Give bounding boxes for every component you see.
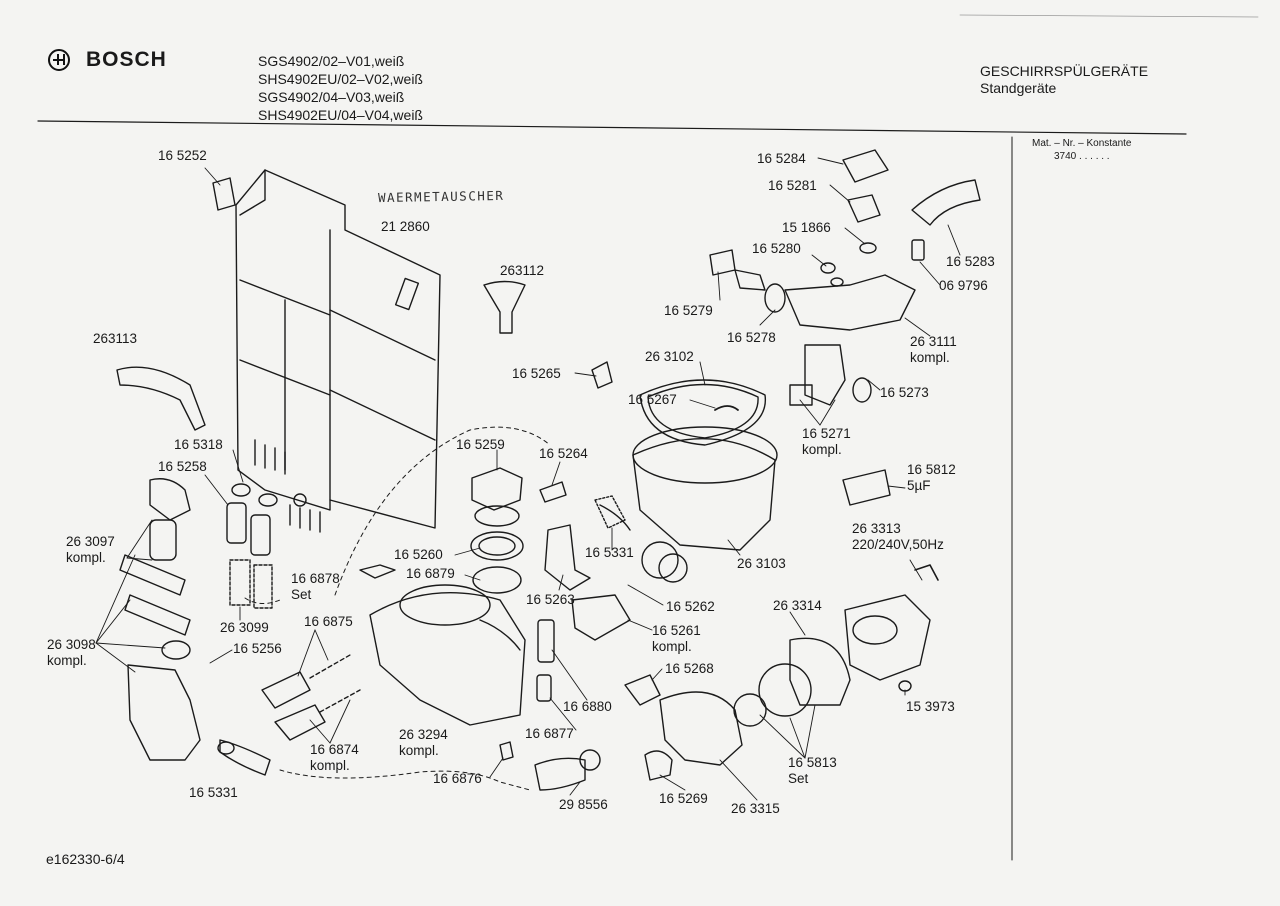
header-rule	[37, 120, 1187, 135]
model-line: SHS4902EU/02–V02,weiß	[258, 71, 423, 87]
part-label: 26 3097 kompl.	[66, 534, 115, 565]
brand-block: BOSCH	[48, 48, 167, 72]
part-label: 16 5280	[752, 241, 801, 256]
part-label: 26 3313 220/240V,50Hz	[852, 521, 944, 552]
part-label: 16 5812 5µF	[907, 462, 956, 493]
mat-nr-label: Mat. – Nr. – Konstante	[1032, 138, 1132, 149]
part-label: 16 5331	[585, 545, 634, 560]
pump-assembly	[624, 564, 939, 781]
part-label: 26 3315	[731, 801, 780, 816]
part-label: 16 5318	[174, 437, 223, 452]
model-list: SGS4902/02–V01,weiß SHS4902EU/02–V02,wei…	[258, 52, 423, 124]
model-line: SGS4902/02–V01,weiß	[258, 53, 405, 69]
part-label: 26 3102	[645, 349, 694, 364]
part-label: 16 5265	[512, 366, 561, 381]
part-label: 16 6874 kompl.	[310, 742, 359, 773]
part-label: 15 3973	[906, 699, 955, 714]
part-label: 16 5259	[456, 437, 505, 452]
category-subtitle: Standgeräte	[980, 80, 1057, 96]
part-label: 06 9796	[939, 278, 988, 293]
valves-and-hoses	[261, 564, 601, 791]
handwritten-note: WAERMETAUSCHER	[377, 187, 505, 206]
part-label: 16 6880	[563, 699, 612, 714]
part-label: 16 5273	[880, 385, 929, 400]
part-label: 16 5279	[664, 303, 713, 318]
part-label: 26 3294 kompl.	[399, 727, 448, 758]
part-label: 16 5256	[233, 641, 282, 656]
part-label: 16 5258	[158, 459, 207, 474]
upper-right-parts	[591, 149, 981, 506]
part-label: 16 5813 Set	[788, 755, 837, 786]
part-label: 16 5263	[526, 592, 575, 607]
document-id: e162330-6/4	[46, 851, 125, 867]
part-label: 16 5281	[768, 178, 817, 193]
part-label: 16 5262	[666, 599, 715, 614]
part-label: 29 8556	[559, 797, 608, 812]
part-label: 16 5260	[394, 547, 443, 562]
part-label: 263113	[93, 331, 138, 346]
part-label: 26 3111 kompl.	[910, 334, 957, 365]
part-label: 26 3314	[773, 598, 822, 613]
connection-lines	[244, 426, 551, 791]
part-label: 26 3103	[737, 556, 786, 571]
part-label: 16 6877	[525, 726, 574, 741]
part-label: 263112	[500, 263, 545, 278]
part-label: 16 6878 Set	[291, 571, 340, 602]
part-label: 16 6875	[304, 614, 353, 629]
part-label: 21 2860	[381, 219, 430, 234]
material-number-block: Mat. – Nr. – Konstante 3740 . . . . . .	[1032, 137, 1132, 163]
part-label: 16 5331	[189, 785, 238, 800]
part-label: 15 1866	[782, 220, 831, 235]
heat-exchanger-drawing	[212, 169, 441, 533]
part-label: 16 6879	[406, 566, 455, 581]
part-label: 16 5264	[539, 446, 588, 461]
sump-and-filter	[470, 379, 778, 702]
part-label: 16 5283	[946, 254, 995, 269]
part-label: 26 3099	[220, 620, 269, 635]
appliance-category: GESCHIRRSPÜLGERÄTE Standgeräte	[980, 63, 1148, 97]
part-label: 16 5261 kompl.	[652, 623, 701, 654]
part-label: 16 5278	[727, 330, 776, 345]
category-title: GESCHIRRSPÜLGERÄTE	[980, 63, 1149, 79]
leader-lines	[95, 157, 961, 801]
upper-middle-parts	[116, 280, 526, 776]
mat-nr-value: 3740 . . . . . .	[1054, 151, 1110, 162]
part-label: 16 6876	[433, 771, 482, 786]
model-line: SHS4902EU/04–V04,weiß	[258, 107, 423, 123]
model-line: SGS4902/04–V03,weiß	[258, 89, 405, 105]
brand-name: BOSCH	[86, 48, 167, 71]
part-label: 16 5252	[158, 148, 207, 163]
part-label: 16 5269	[659, 791, 708, 806]
bosch-logo-icon	[48, 49, 70, 71]
part-label: 16 5268	[665, 661, 714, 676]
part-label: 26 3098 kompl.	[47, 637, 96, 668]
part-label: 16 5284	[757, 151, 806, 166]
part-label: 16 5271 kompl.	[802, 426, 851, 457]
part-label: 16 5267	[628, 392, 677, 407]
